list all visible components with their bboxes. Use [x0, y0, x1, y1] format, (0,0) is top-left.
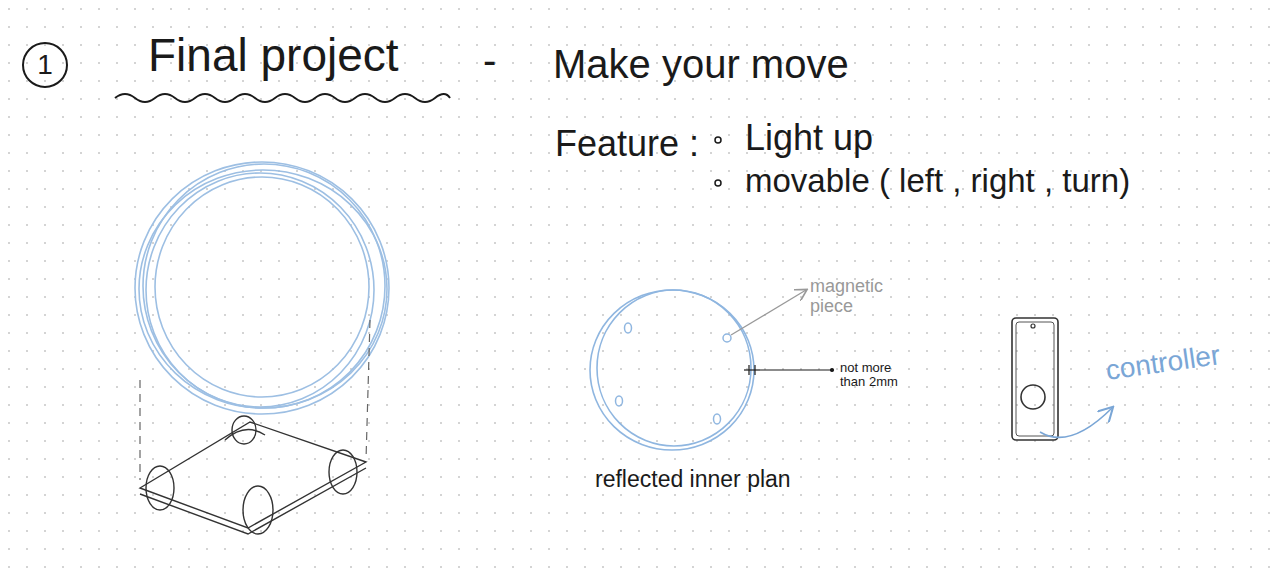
dimension-note: not more than 2mm: [840, 361, 920, 390]
controller-device: [1012, 318, 1058, 440]
section-number: 1: [37, 50, 53, 81]
feature-item: Light up: [745, 118, 873, 158]
feature-heading: Feature :: [555, 124, 699, 164]
feature-item: movable ( left , right , turn): [745, 163, 1130, 199]
subtitle: Make your move: [553, 42, 849, 86]
car-base: [140, 416, 366, 534]
bullet: [715, 180, 721, 186]
inner-plan-circle: [590, 290, 754, 450]
magnet-dot: [616, 323, 732, 424]
part-label: controller: [1104, 340, 1222, 387]
title: Final project: [148, 30, 399, 81]
number-circle: [23, 43, 67, 87]
guide-line: [140, 320, 370, 480]
thickness-mark: [744, 365, 834, 375]
wavy-underline: [115, 94, 450, 102]
dash: -: [483, 38, 496, 82]
view-caption: reflected inner plan: [595, 467, 791, 492]
leader-line: [731, 290, 806, 335]
bullet: [715, 137, 721, 143]
lamp-ring: [135, 162, 389, 414]
part-label: magnetic piece: [810, 277, 890, 317]
leader-arrow: [1040, 408, 1112, 437]
